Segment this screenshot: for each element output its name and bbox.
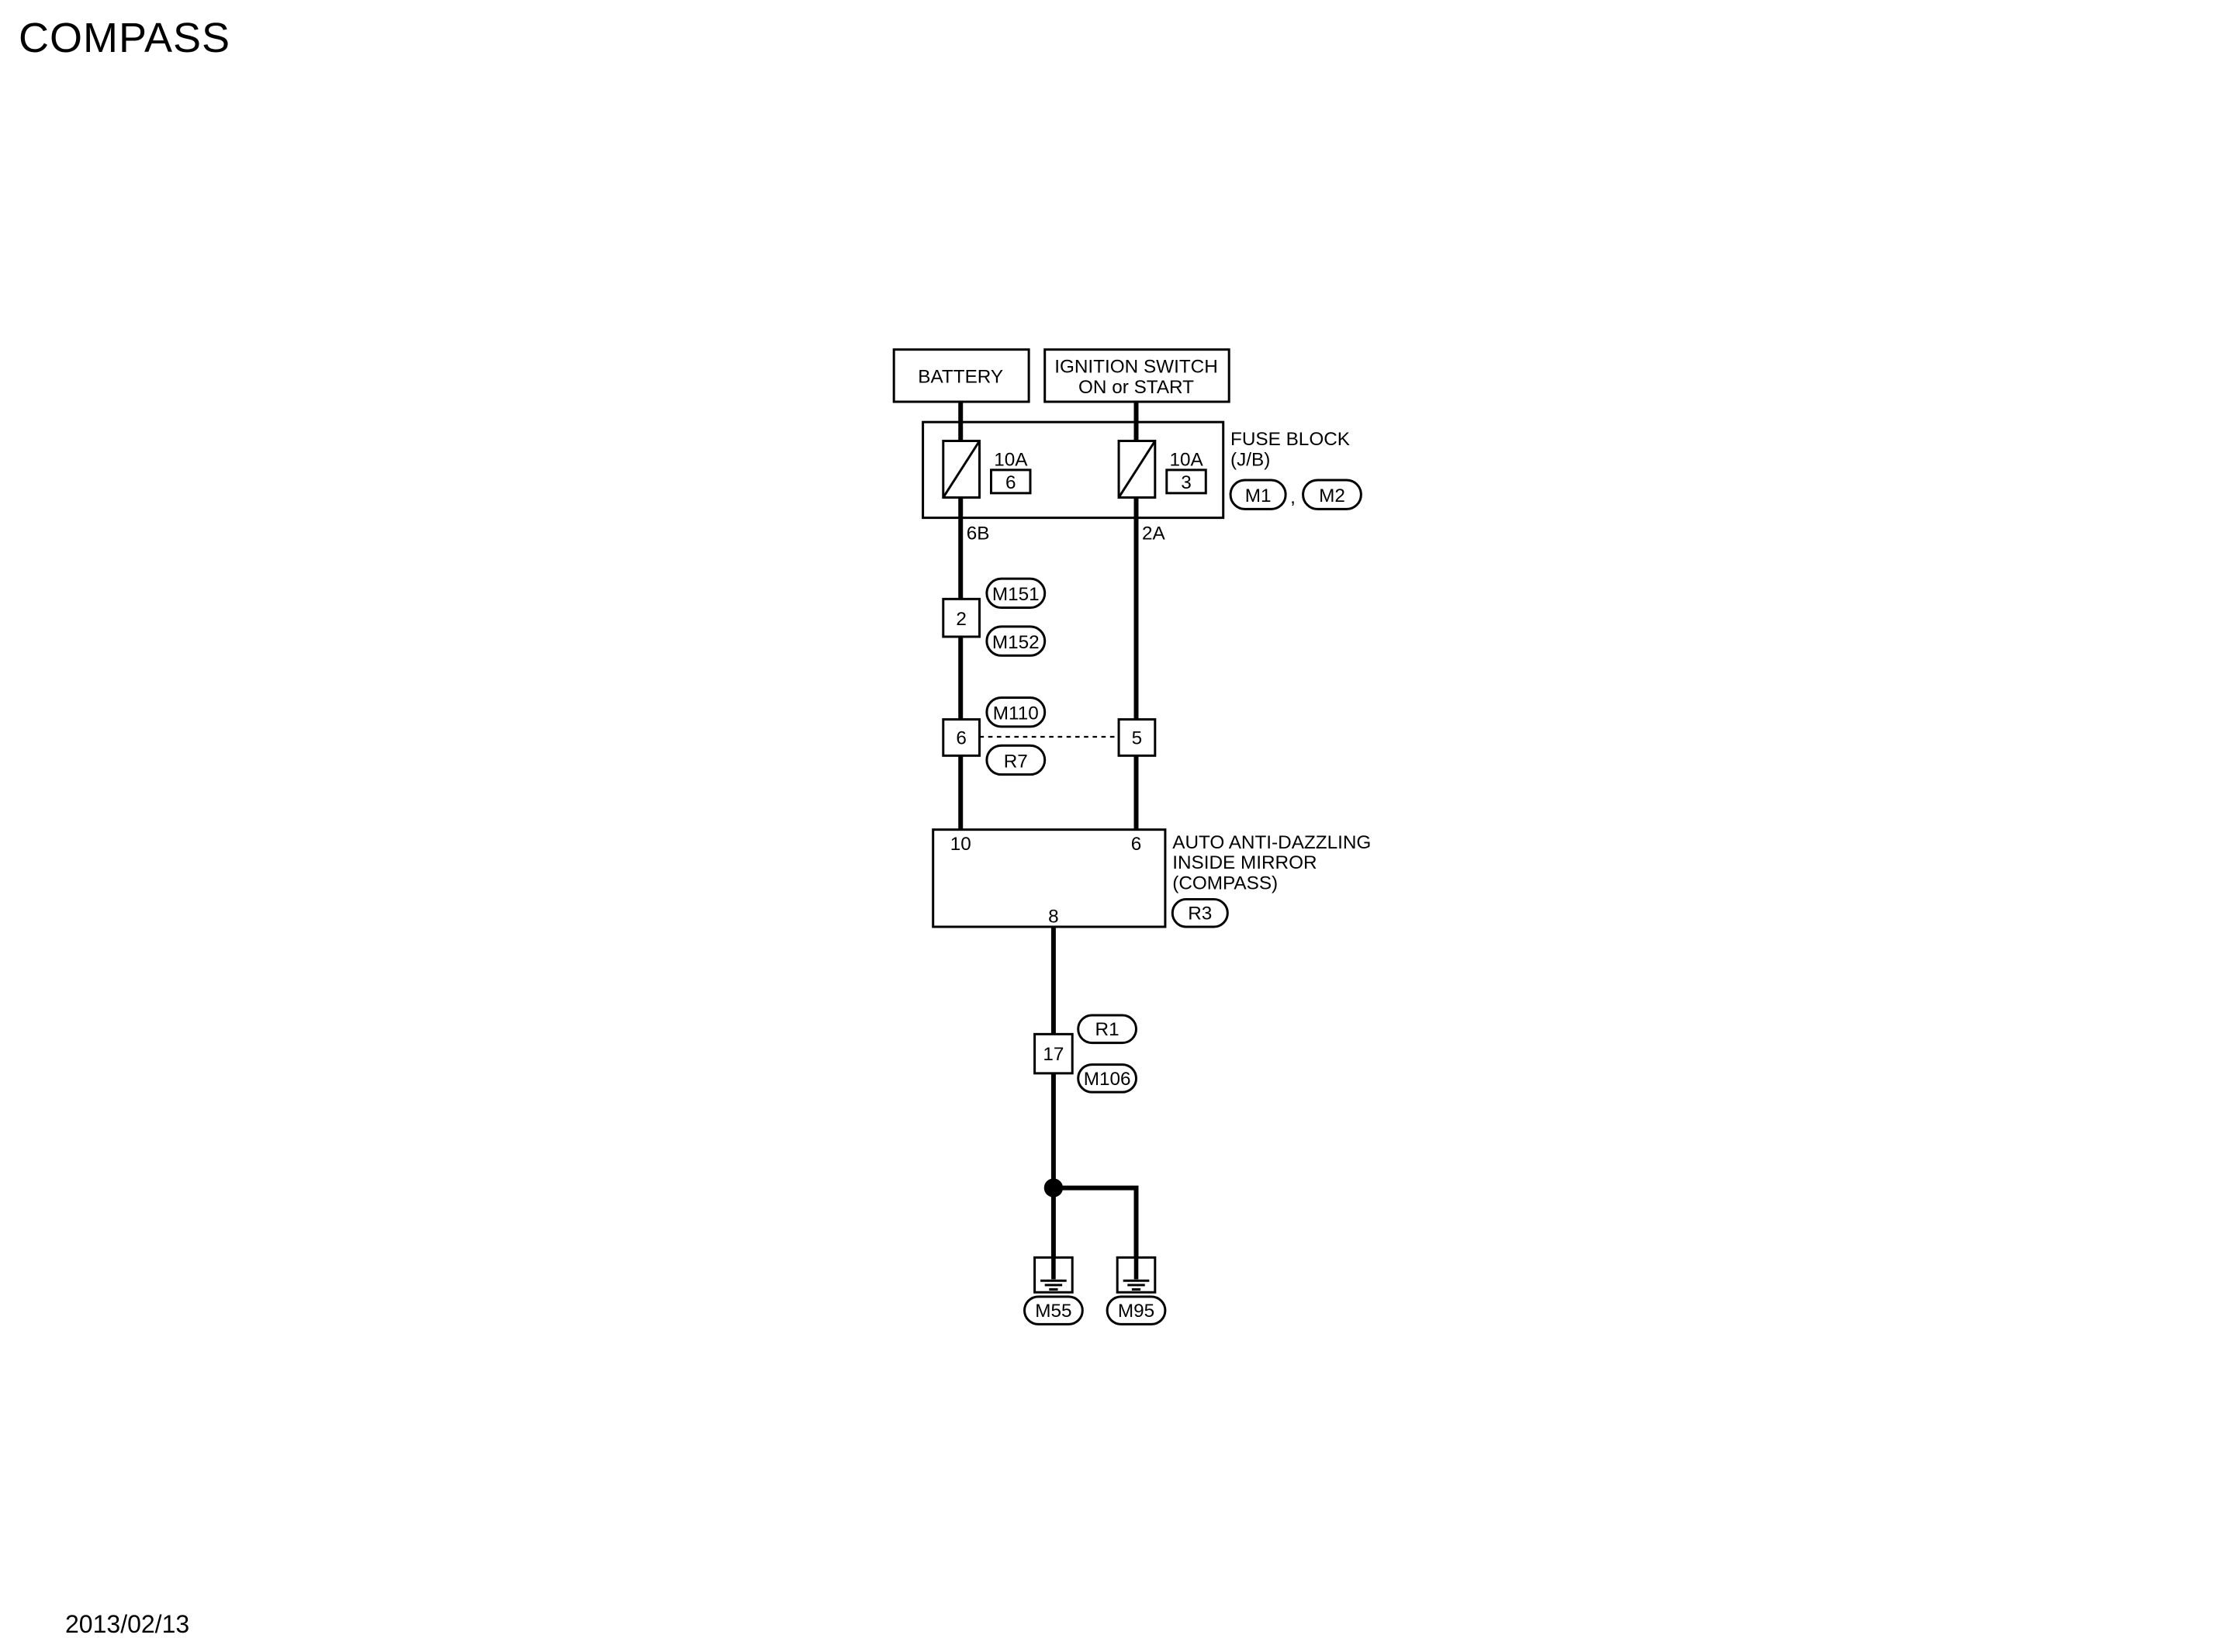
- connector-label-r7: R7: [1004, 751, 1028, 772]
- connector-label-m110: M110: [993, 703, 1039, 724]
- mirror-pin-10: 10: [950, 834, 971, 855]
- fuse-6-number: 6: [1005, 472, 1016, 493]
- fuse-3-number-box: [1165, 468, 1207, 495]
- pin-5-label: 5: [1132, 728, 1143, 748]
- connector-oval-r7: [985, 744, 1047, 776]
- pin-6-label: 6: [956, 728, 967, 748]
- fuse-block-label-line1: FUSE BLOCK: [1230, 429, 1350, 450]
- fuse-block-label-line2: (J/B): [1230, 449, 1270, 470]
- fuse-6-rating: 10A: [994, 449, 1028, 470]
- battery-label: BATTERY: [918, 367, 1003, 388]
- connector-oval-r1: [1077, 1014, 1138, 1045]
- connector-label-m2: M2: [1319, 486, 1345, 506]
- junction-dot: [1043, 1178, 1064, 1198]
- page-title: COMPASS: [19, 15, 231, 61]
- connector-label-r3: R3: [1188, 904, 1212, 924]
- connector-separator: ,: [1290, 487, 1296, 508]
- terminal-6b: 6B: [967, 524, 990, 544]
- date-stamp: 2013/02/13: [65, 1610, 190, 1638]
- connector-label-m151: M151: [992, 584, 1040, 605]
- mirror-label-line3: (COMPASS): [1172, 873, 1278, 893]
- mirror-label-line1: AUTO ANTI-DAZZLING: [1172, 832, 1371, 853]
- connector-oval-m151: [985, 577, 1047, 610]
- connector-oval-m110: [985, 696, 1047, 728]
- connector-oval-m1: [1229, 479, 1287, 510]
- ground-label-m55: M55: [1035, 1301, 1071, 1322]
- pin-box-5: [1117, 718, 1157, 757]
- connector-label-m152: M152: [992, 632, 1040, 653]
- ignition-label-line1: IGNITION SWITCH: [1054, 357, 1218, 378]
- connector-oval-m2: [1302, 479, 1362, 510]
- connector-oval-m152: [985, 625, 1047, 657]
- wire-ground-branch: [1053, 1185, 1139, 1288]
- connector-oval-m106: [1077, 1063, 1138, 1094]
- connector-label-r1: R1: [1095, 1019, 1120, 1040]
- pin-box-17: [1033, 1032, 1074, 1075]
- connector-label-m106: M106: [1084, 1069, 1131, 1090]
- terminal-2a: 2A: [1142, 524, 1166, 544]
- fuse-6-number-box: [990, 468, 1032, 495]
- pin-2-label: 2: [956, 609, 967, 630]
- ground-label-m95: M95: [1118, 1301, 1154, 1322]
- fuse-3-rating: 10A: [1170, 449, 1204, 470]
- mirror-pin-6: 6: [1131, 834, 1142, 855]
- mirror-box: [932, 828, 1167, 928]
- mirror-pin-8: 8: [1048, 906, 1059, 927]
- connector-label-m1: M1: [1245, 486, 1272, 506]
- pin-box-2: [942, 597, 981, 638]
- connector-oval-m55: [1023, 1295, 1084, 1325]
- fuse-block-box: [922, 420, 1225, 520]
- mirror-label-line2: INSIDE MIRROR: [1172, 852, 1317, 873]
- connector-oval-r3: [1171, 897, 1229, 928]
- pin-17-label: 17: [1043, 1044, 1064, 1065]
- ignition-label-line2: ON or START: [1078, 377, 1194, 398]
- connector-oval-m95: [1106, 1295, 1167, 1325]
- fuse-3-number: 3: [1181, 472, 1192, 493]
